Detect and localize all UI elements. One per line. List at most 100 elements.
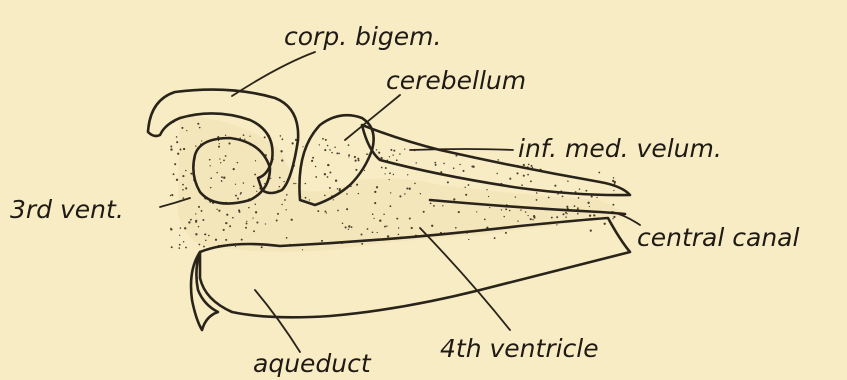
stipple-dot — [293, 183, 295, 185]
stipple-dot — [396, 218, 398, 220]
stipple-dot — [338, 153, 340, 155]
stipple-dot — [459, 164, 460, 165]
label-cerebellum: cerebellum — [386, 66, 526, 95]
stipple-dot — [254, 174, 256, 176]
stipple-dot — [442, 205, 443, 206]
stipple-dot — [237, 162, 238, 163]
stipple-dot — [355, 160, 357, 162]
stipple-dot — [556, 216, 558, 218]
stipple-dot — [385, 167, 387, 169]
stipple-dot — [378, 152, 380, 154]
stipple-dot — [203, 246, 205, 248]
stipple-dot — [392, 154, 393, 155]
stipple-dot — [221, 180, 223, 182]
stipple-dot — [286, 209, 287, 210]
stipple-dot — [434, 162, 436, 164]
stipple-dot — [281, 159, 283, 161]
stipple-dot — [372, 213, 374, 215]
stipple-dot — [390, 192, 391, 193]
stipple-dot — [321, 240, 323, 242]
stipple-dot — [182, 175, 184, 177]
stipple-dot — [574, 205, 576, 207]
stipple-dot — [505, 232, 507, 234]
stipple-dot — [398, 227, 399, 228]
stipple-dot — [548, 197, 550, 199]
stipple-dot — [218, 210, 220, 212]
stipple-dot — [407, 174, 408, 175]
stipple-dot — [472, 166, 474, 168]
stipple-dot — [532, 167, 533, 168]
stipple-dot — [264, 136, 266, 138]
stipple-dot — [229, 225, 231, 227]
stipple-dot — [202, 219, 204, 221]
stipple-dot — [565, 212, 567, 214]
stipple-dot — [411, 227, 413, 229]
stipple-dot — [198, 206, 200, 208]
stipple-dot — [390, 149, 392, 151]
stipple-dot — [199, 244, 201, 246]
label-3rd-vent: 3rd vent. — [10, 195, 124, 224]
stipple-dot — [337, 210, 339, 212]
stipple-dot — [556, 224, 557, 225]
stipple-dot — [235, 195, 237, 197]
stipple-dot — [384, 173, 385, 174]
stipple-dot — [252, 217, 253, 218]
stipple-dot — [174, 163, 176, 165]
stipple-dot — [185, 187, 187, 189]
label-4th-ventricle: 4th ventricle — [440, 334, 599, 363]
stipple-dot — [180, 149, 182, 151]
stipple-dot — [281, 204, 282, 205]
stipple-dot — [270, 178, 271, 179]
stipple-dot — [225, 239, 227, 241]
stipple-dot — [331, 152, 333, 154]
stipple-dot — [376, 149, 377, 150]
stipple-dot — [261, 246, 263, 248]
stipple-dot — [373, 218, 374, 219]
stipple-dot — [431, 225, 433, 227]
stipple-dot — [182, 184, 184, 186]
stipple-dot — [384, 226, 386, 228]
stipple-dot — [312, 157, 314, 159]
stipple-dot — [525, 211, 527, 213]
stipple-dot — [596, 197, 597, 198]
stipple-dot — [528, 164, 530, 166]
stipple-dot — [225, 135, 226, 136]
leader-4th-ventricle — [420, 228, 510, 330]
stipple-dot — [612, 204, 614, 206]
stipple-dot — [390, 205, 392, 207]
stipple-dot — [354, 156, 356, 158]
stipple-dot — [286, 237, 288, 239]
stipple-dot — [505, 208, 507, 210]
stipple-dot — [488, 196, 489, 197]
stipple-dot — [358, 193, 359, 194]
stipple-dot — [201, 210, 203, 212]
stipple-dot — [509, 210, 511, 212]
stipple-dot — [220, 162, 221, 163]
stipple-dot — [184, 227, 186, 229]
stipple-dot — [364, 170, 365, 171]
stipple-dot — [367, 154, 368, 155]
stipple-dot — [348, 225, 350, 227]
stipple-dot — [209, 159, 211, 161]
stipple-dot — [381, 167, 383, 169]
stipple-dot — [255, 160, 256, 161]
stipple-dot — [386, 225, 387, 226]
stipple-dot — [171, 194, 173, 196]
stipple-dot — [380, 157, 382, 159]
stipple-dot — [334, 146, 336, 148]
stipple-dot — [324, 211, 326, 213]
stipple-dot — [453, 198, 455, 200]
stipple-dot — [283, 181, 284, 182]
stipple-dot — [179, 247, 181, 249]
stipple-dot — [372, 231, 374, 233]
stipple-dot — [523, 175, 525, 177]
stipple-dot — [235, 184, 236, 185]
stipple-dot — [399, 195, 401, 197]
stipple-dot — [351, 226, 353, 228]
stipple-dot — [447, 181, 449, 183]
stipple-dot — [590, 229, 592, 231]
stipple-dot — [205, 240, 206, 241]
stipple-dot — [188, 221, 190, 223]
stipple-dot — [527, 215, 528, 216]
stipple-dot — [356, 184, 358, 186]
